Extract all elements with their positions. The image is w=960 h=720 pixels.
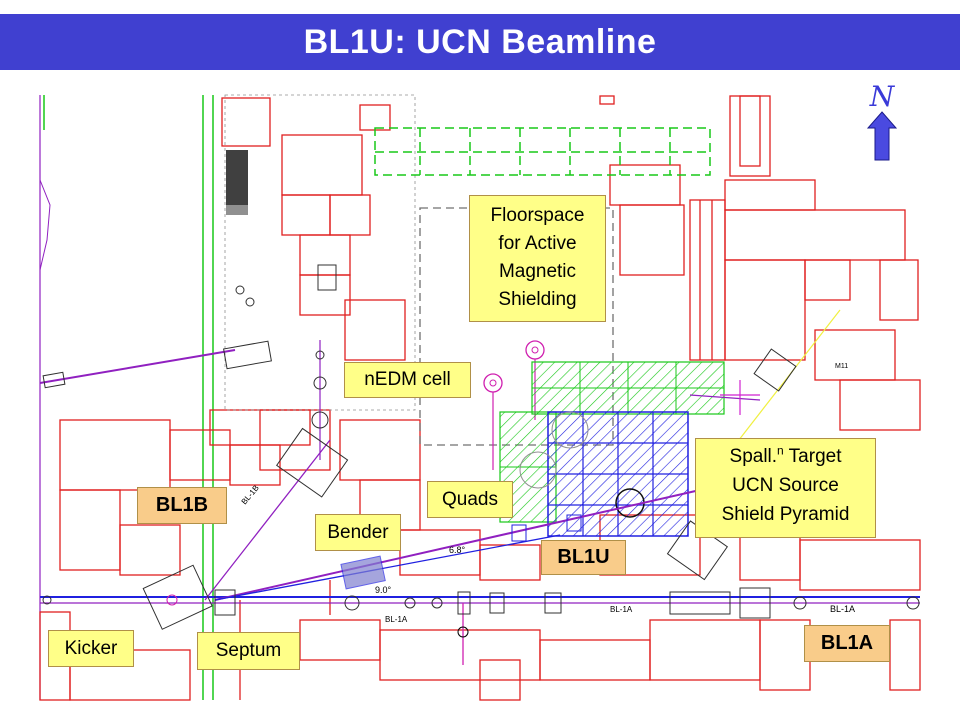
title-bar — [0, 14, 960, 70]
spall-line-1-post: Target — [783, 446, 842, 467]
floorspace-line-3: Magnetic — [498, 261, 577, 282]
spall-line-1-sup: n — [777, 443, 784, 458]
green-dashed-grid — [374, 127, 711, 176]
spall-line-1-pre: Spall. — [729, 446, 778, 467]
floorspace-line-4: Shielding — [498, 289, 577, 310]
kicker-label: Kicker — [48, 630, 134, 667]
bl1a-drawing-tag-2: BL-1A — [830, 604, 855, 614]
spallation-target-label: Spall.n Target UCN Source Shield Pyramid — [695, 438, 876, 538]
spall-line-2: UCN Source — [732, 475, 839, 496]
north-label: N — [869, 80, 895, 113]
shielding-walls — [39, 95, 921, 701]
page-title: BL1U: UCN Beamline — [303, 23, 657, 61]
site-boundary-lines — [39, 95, 214, 700]
spall-line-1: Spall.n Target — [696, 442, 875, 471]
beamline-components — [42, 264, 920, 630]
septum-label: Septum — [197, 632, 300, 670]
bl1a-drawing-tag-1: BL-1A — [385, 615, 408, 624]
angle-label-a: 6.8° — [449, 545, 466, 555]
floorspace-line-1: Floorspace — [490, 205, 585, 226]
m11-drawing-tag: M11 — [835, 363, 848, 370]
beam-lines — [39, 309, 920, 665]
north-arrow-icon — [866, 111, 898, 161]
bl1a-label: BL1A — [804, 625, 890, 662]
angle-label-b: 9.0° — [375, 585, 392, 595]
spall-line-3: Shield Pyramid — [721, 504, 850, 525]
bl1b-label: BL1B — [137, 487, 227, 524]
floorspace-line-2: for Active — [498, 233, 577, 254]
bender-label: Bender — [315, 514, 401, 551]
bl1b-drawing-tag: BL-1B — [240, 483, 261, 506]
floorspace-label: Floorspace for Active Magnetic Shielding — [469, 195, 606, 322]
nedm-cell-label: nEDM cell — [344, 362, 471, 398]
quads-label: Quads — [427, 481, 513, 518]
green-shield-blocks — [499, 361, 725, 523]
bl1a-drawing-tag-3: BL-1A — [610, 605, 633, 614]
bl1u-label: BL1U — [541, 540, 626, 575]
